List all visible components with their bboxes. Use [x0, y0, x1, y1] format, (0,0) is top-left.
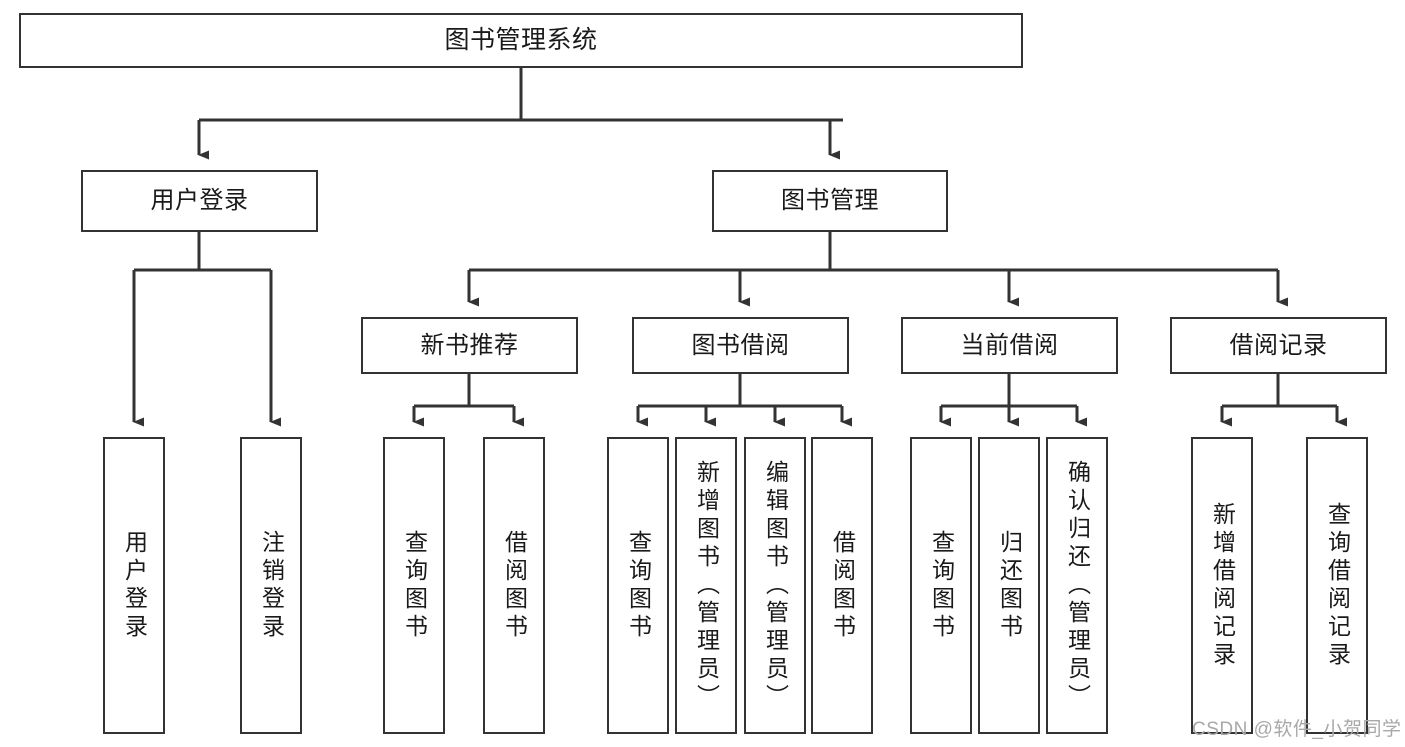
leaf-query-book-2[interactable]: 查询图书	[607, 437, 669, 734]
node-label: 新书推荐	[420, 331, 519, 359]
node-label: 借阅记录	[1229, 331, 1328, 359]
node-label: 图书管理	[781, 187, 879, 215]
leaf-add-book[interactable]: 新增图书（管理员）	[675, 437, 737, 734]
node-label: 新增图书（管理员）	[693, 459, 720, 712]
node-label: 图书管理系统	[444, 26, 598, 55]
node-label: 用户登录	[150, 187, 249, 215]
node-current-borrow[interactable]: 当前借阅	[901, 317, 1118, 374]
node-label: 查询图书	[625, 529, 652, 642]
node-label: 查询图书	[928, 529, 955, 642]
node-borrow-record[interactable]: 借阅记录	[1170, 317, 1387, 374]
leaf-query-book-1[interactable]: 查询图书	[383, 437, 445, 734]
leaf-confirm-return[interactable]: 确认归还（管理员）	[1046, 437, 1108, 734]
node-root-library-management-system[interactable]: 图书管理系统	[19, 13, 1023, 68]
leaf-query-book-3[interactable]: 查询图书	[910, 437, 972, 734]
node-label: 查询图书	[401, 529, 428, 642]
node-label: 借阅图书	[501, 529, 528, 642]
leaf-borrow-book-2[interactable]: 借阅图书	[811, 437, 873, 734]
node-user-login[interactable]: 用户登录	[81, 170, 318, 232]
node-label: 注销登录	[258, 529, 285, 642]
node-label: 借阅图书	[829, 529, 856, 642]
node-label: 新增借阅记录	[1209, 501, 1236, 670]
node-label: 编辑图书（管理员）	[762, 459, 789, 712]
leaf-user-login[interactable]: 用户登录	[103, 437, 165, 734]
leaf-return-book[interactable]: 归还图书	[978, 437, 1040, 734]
node-book-management[interactable]: 图书管理	[712, 170, 948, 232]
leaf-logout-login[interactable]: 注销登录	[240, 437, 302, 734]
node-new-book-recommend[interactable]: 新书推荐	[361, 317, 578, 374]
node-label: 归还图书	[996, 529, 1023, 642]
node-label: 图书借阅	[691, 331, 790, 359]
node-book-borrow[interactable]: 图书借阅	[632, 317, 849, 374]
watermark-credit: CSDN @软件_小贺同学	[1192, 719, 1402, 740]
node-label: 用户登录	[121, 529, 148, 642]
leaf-add-borrow-record[interactable]: 新增借阅记录	[1191, 437, 1253, 734]
leaf-edit-book[interactable]: 编辑图书（管理员）	[744, 437, 806, 734]
leaf-borrow-book-1[interactable]: 借阅图书	[483, 437, 545, 734]
node-label: 当前借阅	[960, 331, 1059, 359]
leaf-query-borrow-record[interactable]: 查询借阅记录	[1306, 437, 1368, 734]
node-label: 查询借阅记录	[1324, 501, 1351, 670]
node-label: 确认归还（管理员）	[1064, 459, 1091, 712]
